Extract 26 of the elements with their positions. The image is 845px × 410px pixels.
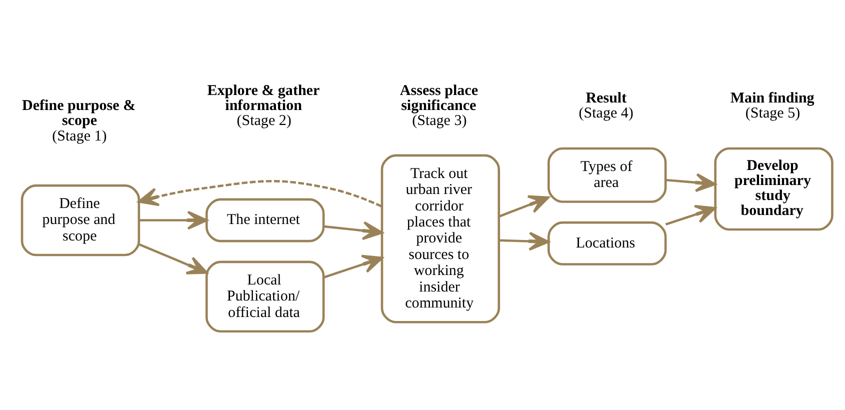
label: (Stage 1): [52, 128, 107, 144]
label: Main finding: [730, 90, 814, 106]
arrow: [499, 231, 550, 250]
arrow: [498, 194, 550, 218]
label: Explore & gather information: [207, 82, 320, 114]
label: (Stage 2): [236, 112, 292, 129]
node-box: Local Publication/ official data: [205, 260, 325, 332]
arrow: [324, 254, 384, 278]
arrow: [139, 210, 208, 230]
node-box: Develop preliminary study boundary: [714, 146, 834, 230]
arrow: [324, 220, 384, 240]
arrow: [138, 242, 208, 274]
label: (Stage 3): [412, 112, 467, 129]
label: (Stage 5): [745, 105, 800, 122]
arrow: [666, 172, 716, 192]
arrow: [138, 180, 382, 207]
node-box: Types of area: [548, 146, 667, 202]
node-box: Define purpose and scope: [20, 184, 140, 256]
node-box: The internet: [205, 198, 325, 242]
arrow: [665, 204, 716, 225]
node-box: Track out urban river corridor places that provide sources to working insider community: [380, 154, 500, 323]
node-box: Locations: [548, 220, 667, 265]
label: (Stage 4): [578, 105, 634, 122]
label: Assess place significance: [400, 82, 478, 114]
label: Result: [586, 90, 627, 106]
label: Define purpose & scope: [22, 98, 136, 129]
